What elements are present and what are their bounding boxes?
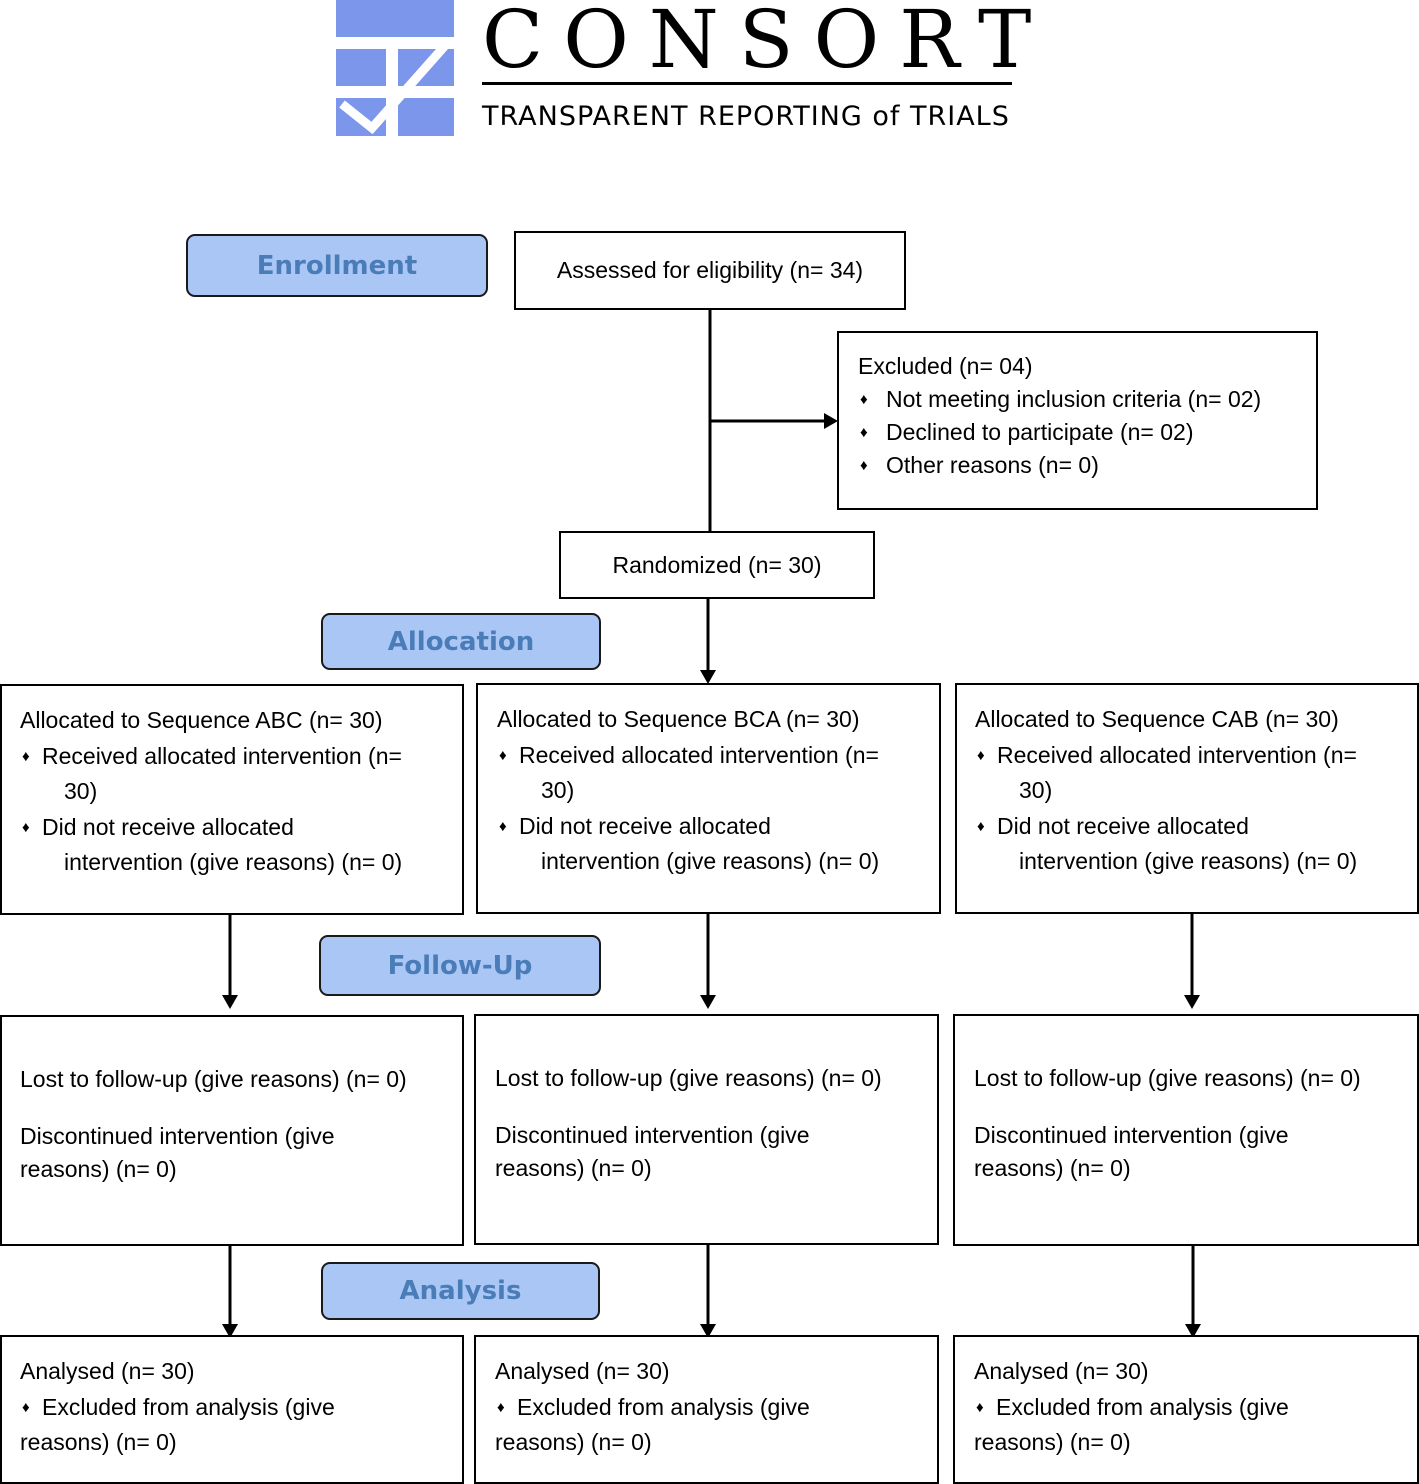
- excluded-analysis-reasons: reasons) (n= 0): [20, 1429, 177, 1455]
- discontinued-line1: Discontinued intervention (give: [974, 1122, 1289, 1148]
- not-received-item: ♦ Did not receive allocated: [975, 809, 1417, 845]
- lost-to-followup: Lost to follow-up (give reasons) (n= 0): [974, 1065, 1361, 1091]
- lost-to-followup: Lost to follow-up (give reasons) (n= 0): [495, 1065, 882, 1091]
- bullet-diamond-icon: ♦: [860, 424, 868, 441]
- randomized-box: Randomized (n= 30): [559, 531, 875, 599]
- consort-logo-mark: [336, 0, 454, 136]
- bullet-diamond-icon: ♦: [497, 1398, 505, 1416]
- followup-box-bca: Lost to follow-up (give reasons) (n= 0) …: [474, 1014, 939, 1245]
- not-received-detail: intervention (give reasons) (n= 0): [541, 848, 880, 874]
- not-received-text: Did not receive allocated: [519, 812, 771, 839]
- excluded-title: Excluded (n= 04): [858, 353, 1033, 379]
- bullet-diamond-icon: ♦: [22, 747, 30, 765]
- bullet-diamond-icon: ♦: [499, 746, 507, 764]
- bullet-diamond-icon: ♦: [860, 457, 868, 474]
- received-text: Received allocated intervention (n=: [519, 741, 879, 768]
- assessed-box: Assessed for eligibility (n= 34): [514, 231, 906, 310]
- received-item: ♦ Received allocated intervention (n=: [20, 739, 462, 775]
- excluded-analysis-reasons: reasons) (n= 0): [974, 1429, 1131, 1455]
- allocation-box-cab: Allocated to Sequence CAB (n= 30) ♦ Recei…: [955, 683, 1419, 914]
- allocation-box-abc: Allocated to Sequence ABC (n= 30) ♦ Recei…: [0, 684, 464, 915]
- logo-rule: [482, 82, 1012, 85]
- excluded-reason-item: ♦ Declined to participate (n= 02): [858, 416, 1316, 449]
- followup-box-abc: Lost to follow-up (give reasons) (n= 0) …: [0, 1015, 464, 1246]
- assessed-text: Assessed for eligibility (n= 34): [556, 257, 864, 283]
- not-received-text: Did not receive allocated: [42, 813, 294, 840]
- phase-label-followup: Follow-Up: [319, 935, 601, 996]
- analysis-box-cab: Analysed (n= 30) ♦ Excluded from analysis…: [953, 1335, 1419, 1484]
- excluded-analysis-text: Excluded from analysis (give: [517, 1393, 810, 1420]
- logo-subtitle: TRANSPARENT REPORTING of TRIALS: [482, 101, 1010, 132]
- randomized-text: Randomized (n= 30): [612, 551, 822, 578]
- excluded-reason-item: ♦ Other reasons (n= 0): [858, 449, 1316, 482]
- bullet-diamond-icon: ♦: [22, 818, 30, 836]
- bullet-diamond-icon: ♦: [860, 391, 868, 408]
- not-received-item: ♦ Did not receive allocated: [497, 809, 939, 845]
- arrowhead-allocation: [700, 670, 716, 684]
- excluded-analysis-reasons: reasons) (n= 0): [495, 1429, 652, 1455]
- analysis-box-abc: Analysed (n= 30) ♦ Excluded from analysis…: [0, 1335, 464, 1484]
- received-count: 30): [541, 777, 575, 803]
- phase-label-enrollment: Enrollment: [186, 234, 488, 297]
- bullet-diamond-icon: ♦: [976, 1398, 984, 1416]
- arrowhead-arm2-followup: [700, 995, 716, 1009]
- not-received-detail: intervention (give reasons) (n= 0): [1019, 848, 1358, 874]
- not-received-item: ♦ Did not receive allocated: [20, 810, 462, 846]
- arrowhead-arm3-analysis: [1185, 1324, 1201, 1338]
- excluded-analysis-text: Excluded from analysis (give: [42, 1393, 335, 1420]
- not-received-text: Did not receive allocated: [997, 812, 1249, 839]
- analysis-box-bca: Analysed (n= 30) ♦ Excluded from analysis…: [474, 1335, 939, 1484]
- bullet-diamond-icon: ♦: [499, 817, 507, 835]
- analysed-count: Analysed (n= 30): [495, 1358, 670, 1384]
- arrowhead-arm2-analysis: [700, 1324, 716, 1338]
- arrowhead-excluded: [824, 413, 838, 429]
- consort-logo: CONSORT TRANSPARENT REPORTING of TRIALS: [336, 0, 1031, 140]
- excluded-analysis-item: ♦ Excluded from analysis (give: [20, 1390, 462, 1426]
- arrowhead-arm3-followup: [1184, 995, 1200, 1009]
- excluded-reason-text: Other reasons (n= 0): [886, 452, 1099, 478]
- received-item: ♦ Received allocated intervention (n=: [975, 738, 1417, 774]
- followup-box-cab: Lost to follow-up (give reasons) (n= 0) …: [953, 1014, 1419, 1246]
- discontinued-line2: reasons) (n= 0): [974, 1155, 1131, 1181]
- allocation-box-bca: Allocated to Sequence BCA (n= 30) ♦ Recei…: [476, 683, 941, 914]
- excluded-reason-item: ♦ Not meeting inclusion criteria (n= 02): [858, 383, 1316, 416]
- phase-label-allocation: Allocation: [321, 613, 601, 670]
- received-count: 30): [64, 778, 98, 804]
- bullet-diamond-icon: ♦: [22, 1398, 30, 1416]
- excluded-box: Excluded (n= 04) ♦ Not meeting inclusion …: [837, 331, 1318, 510]
- allocation-title: Allocated to Sequence ABC (n= 30): [20, 707, 383, 733]
- not-received-detail: intervention (give reasons) (n= 0): [64, 849, 403, 875]
- excluded-analysis-item: ♦ Excluded from analysis (give: [495, 1390, 937, 1426]
- allocation-title: Allocated to Sequence BCA (n= 30): [497, 706, 860, 732]
- analysed-count: Analysed (n= 30): [20, 1358, 195, 1384]
- arrowhead-arm1-analysis: [222, 1324, 238, 1338]
- allocation-title: Allocated to Sequence CAB (n= 30): [975, 706, 1339, 732]
- bullet-diamond-icon: ♦: [977, 817, 985, 835]
- discontinued-line1: Discontinued intervention (give: [20, 1123, 335, 1149]
- discontinued-line1: Discontinued intervention (give: [495, 1122, 810, 1148]
- arrowhead-arm1-followup: [222, 995, 238, 1009]
- excluded-reason-text: Not meeting inclusion criteria (n= 02): [886, 386, 1262, 412]
- analysed-count: Analysed (n= 30): [974, 1358, 1149, 1384]
- received-text: Received allocated intervention (n=: [42, 742, 402, 769]
- received-text: Received allocated intervention (n=: [997, 741, 1357, 768]
- excluded-analysis-item: ♦ Excluded from analysis (give: [974, 1390, 1417, 1426]
- logo-wordmark: CONSORT: [482, 0, 1052, 86]
- received-count: 30): [1019, 777, 1053, 803]
- discontinued-line2: reasons) (n= 0): [20, 1156, 177, 1182]
- received-item: ♦ Received allocated intervention (n=: [497, 738, 939, 774]
- discontinued-line2: reasons) (n= 0): [495, 1155, 652, 1181]
- bullet-diamond-icon: ♦: [977, 746, 985, 764]
- phase-label-analysis: Analysis: [321, 1262, 600, 1320]
- lost-to-followup: Lost to follow-up (give reasons) (n= 0): [20, 1066, 407, 1092]
- excluded-reason-text: Declined to participate (n= 02): [886, 419, 1194, 445]
- excluded-analysis-text: Excluded from analysis (give: [996, 1393, 1289, 1420]
